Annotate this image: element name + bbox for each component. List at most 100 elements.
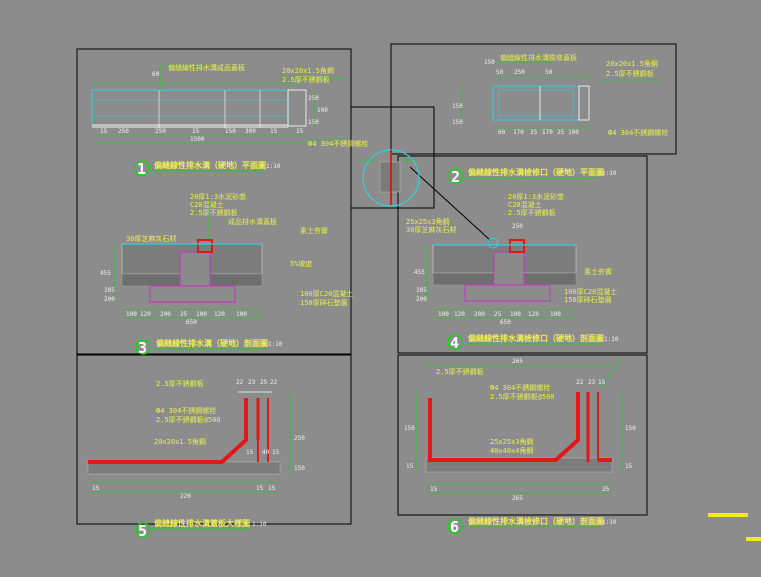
detail-2-plan: 偏縫線性排水溝檢修蓋板 20x20x1.5角鋼 2.5厚不銹鋼板 Ф4 304不… xyxy=(448,53,668,186)
d2-dim-5: 170 xyxy=(513,129,524,136)
d3-label-2: 2.5厚不銹鋼板 xyxy=(190,208,238,217)
d1-dim-11: 250 xyxy=(308,95,319,102)
d4-dim-2: 120 xyxy=(454,311,465,318)
d2-dim-2: 250 xyxy=(514,69,525,76)
d4-label-5: 100厚C20混凝土 xyxy=(564,287,617,296)
frame-detail-2 xyxy=(390,43,677,155)
d3-dim-7: 650 xyxy=(186,319,197,326)
frame-zoom xyxy=(350,106,435,209)
detail-3-scale: 1:10 xyxy=(268,341,283,348)
d1-label-3: Ф4 304不銹鋼螺栓 xyxy=(308,139,368,148)
zoom-detail xyxy=(360,149,420,207)
d2-dim-0: 150 xyxy=(484,59,495,66)
d4-dim-10: 105 xyxy=(416,287,427,294)
d6-dim-2: 23 xyxy=(588,379,596,386)
detail-2-number: 2 xyxy=(451,168,460,186)
detail-1-number: 1 xyxy=(137,160,146,178)
d1-dim-9: 15 xyxy=(270,128,278,135)
d5-dim-6: 15 xyxy=(272,449,280,456)
frame-detail-4 xyxy=(397,155,648,354)
detail-4-title: 偏縫線性排水溝檢修口（硬地）剖面圖 xyxy=(468,333,604,343)
detail-5-scale: 1:10 xyxy=(252,521,267,528)
d4-label-0: 20厚1:3水泥砂漿 xyxy=(508,192,564,201)
d5-dim-5: 40 xyxy=(262,449,270,456)
d3-dim-3: 25 xyxy=(180,311,188,318)
d3-dim-0: 100 xyxy=(126,311,137,318)
detail-5-number: 5 xyxy=(138,522,147,540)
detail-4-section: 20厚1:3水泥砂漿 C20混凝土 2.5厚不銹鋼板 25x25x3角鋼 30厚… xyxy=(406,192,619,352)
d2-dim-7: 170 xyxy=(542,129,553,136)
d6-dim-8: 150 xyxy=(625,425,636,432)
d6-dim-10: 15 xyxy=(625,463,633,470)
detail-6-section: 2.5厚不銹鋼板 Ф4 304不銹鋼螺栓 2.5厚不銹鋼板@500 25x25x… xyxy=(404,357,636,536)
d3-dim-8: 455 xyxy=(100,270,111,277)
detail-1-scale: 1:10 xyxy=(266,163,281,170)
d6-dim-9: 15 xyxy=(406,463,414,470)
detail-5-title: 偏縫線性排水溝蓋板大樣圖 xyxy=(154,518,250,528)
d4-label-4: 30厚芝麻灰石材 xyxy=(406,225,456,234)
d2-dim-10: 150 xyxy=(452,103,463,110)
d1-label-1: 20x20x1.5角鋼 xyxy=(282,66,334,75)
d6-dim-3: 15 xyxy=(430,486,438,493)
d3-label-7: 150厚碎石墊層 xyxy=(300,298,348,307)
d4-dim-5: 100 xyxy=(510,311,521,318)
d4-dim-3: 200 xyxy=(474,311,485,318)
d6-label-1: Ф4 304不銹鋼螺栓 xyxy=(490,383,550,392)
leader-line xyxy=(409,166,491,241)
d5-dim-7: 15 xyxy=(92,485,100,492)
d5-dim-9: 15 xyxy=(256,485,264,492)
d3-label-3: 成品排水溝蓋板 xyxy=(228,217,277,226)
d1-dim-3: 15 xyxy=(192,128,200,135)
d4-label-6: 150厚碎石墊層 xyxy=(564,295,612,304)
d5-dim-4: 15 xyxy=(246,449,254,456)
d5-dim-2: 25 xyxy=(260,379,268,386)
d5-dim-0: 22 xyxy=(236,379,244,386)
d5-label-0: 2.5厚不銹鋼板 xyxy=(156,379,204,388)
d1-dim-2: 250 xyxy=(155,128,166,135)
detail-6-title: 偏縫線性排水溝檢修口（硬地）剖面圖 xyxy=(468,516,604,526)
d6-label-0: 2.5厚不銹鋼板 xyxy=(436,367,484,376)
frame-detail-5 xyxy=(76,353,352,525)
detail-2-title: 偏縫線性排水溝檢修口（硬地）平面圖 xyxy=(468,167,604,177)
detail-3-section: 20厚1:3水泥砂漿 C20混凝土 2.5厚不銹鋼板 成品排水溝蓋板 30厚芝麻… xyxy=(100,192,353,357)
detail-4-scale: 1:10 xyxy=(604,336,619,343)
d4-label-7: 素土夯實 xyxy=(584,267,612,276)
d3-dim-6: 100 xyxy=(236,311,247,318)
d6-dim-4: 25 xyxy=(602,486,610,493)
detail-6-scale: 1:10 xyxy=(602,519,617,526)
detail-2-scale: 1:10 xyxy=(602,170,617,177)
d3-dim-4: 100 xyxy=(196,311,207,318)
d2-dim-3: 50 xyxy=(545,69,553,76)
d4-label-1: C20混凝土 xyxy=(508,200,542,209)
d1-label-0: 偏縫線性排水溝成品蓋板 xyxy=(168,63,245,72)
d4-dim-11: 200 xyxy=(416,296,427,303)
d1-label-2: 2.5厚不銹鋼板 xyxy=(282,75,330,84)
d1-dim-6: 100 xyxy=(317,107,328,114)
d2-dim-4: 60 xyxy=(498,129,506,136)
detail-1-title: 偏縫線性排水溝（硬地）平面圖 xyxy=(154,160,266,170)
d5-label-2: 2.5厚不銹鋼板@500 xyxy=(156,415,221,424)
d5-label-3: 20x20x1.5角鋼 xyxy=(154,437,206,446)
d3-dim-9: 105 xyxy=(104,287,115,294)
d3-dim-2: 200 xyxy=(160,311,171,318)
d1-dim-8: 300 xyxy=(245,128,256,135)
d3-label-1: C20混凝土 xyxy=(190,200,224,209)
detail-3-number: 3 xyxy=(138,339,147,357)
d3-dim-1: 120 xyxy=(140,311,151,318)
d1-dim-1: 250 xyxy=(118,128,129,135)
d4-dim-1: 100 xyxy=(438,311,449,318)
d6-dim-0: 265 xyxy=(512,358,523,365)
d4-dim-4: 25 xyxy=(494,311,502,318)
d1-dim-5: 60 xyxy=(152,71,160,78)
d2-label-0: 偏縫線性排水溝檢修蓋板 xyxy=(500,53,577,62)
d6-dim-5: 15 xyxy=(598,379,606,386)
detail-6-number: 6 xyxy=(450,518,459,536)
d6-label-2: 2.5厚不銹鋼板@500 xyxy=(490,392,555,401)
d2-label-2: 2.5厚不銹鋼板 xyxy=(606,69,654,78)
d2-dim-9: 100 xyxy=(568,129,579,136)
d4-dim-7: 100 xyxy=(550,311,561,318)
d4-dim-8: 650 xyxy=(500,319,511,326)
detail-5-cover: 2.5厚不銹鋼板 Ф4 304不銹鋼螺栓 2.5厚不銹鋼板@500 20x20x… xyxy=(87,379,305,540)
d5-dim-8: 220 xyxy=(180,493,191,500)
